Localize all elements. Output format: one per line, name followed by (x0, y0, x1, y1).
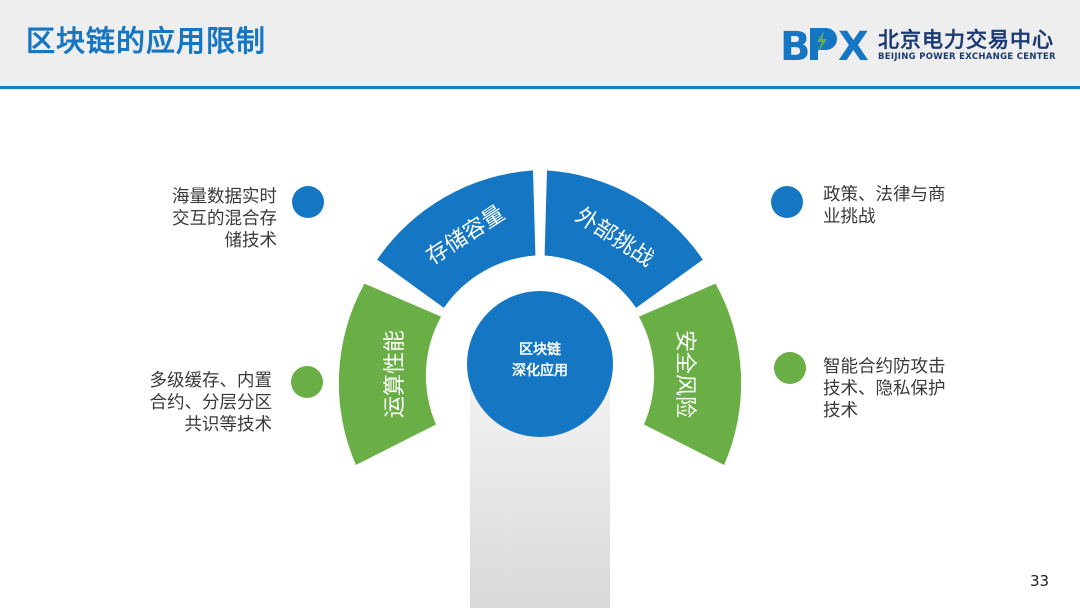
svg-text:B: B (780, 24, 811, 66)
marker-dot-mid-left (291, 366, 323, 398)
marker-dot-mid-right (774, 352, 806, 384)
logo-name-cn: 北京电力交易中心 (878, 28, 1054, 52)
description-external: 政策、法律与商 业挑战 (823, 184, 946, 228)
bpx-logo: B X 北京电力交易中心 BEIJING POWER EXCHANGE CENT… (780, 22, 1070, 66)
description-line: 海量数据实时 (172, 187, 277, 207)
description-line: 多级缓存、内置 (149, 371, 273, 391)
center-label: 区块链 深化应用 (470, 340, 610, 382)
description-line: 业挑战 (823, 207, 876, 227)
segment-computing-performance (338, 283, 442, 465)
description-line: 共识等技术 (184, 415, 273, 435)
page-title: 区块链的应用限制 (26, 24, 267, 58)
description-line: 交互的混合存 (172, 209, 277, 229)
svg-text:X: X (838, 24, 869, 66)
description-computing: 多级缓存、内置 合约、分层分区 共识等技术 (150, 370, 273, 436)
description-line: 储技术 (224, 231, 278, 251)
segment-label-computing-performance: 运算性能 (383, 330, 408, 418)
header-divider (0, 86, 1080, 89)
center-label-line1: 区块链 (519, 342, 561, 358)
segment-external-challenges (544, 170, 703, 308)
segment-storage-capacity (377, 170, 536, 308)
description-line: 技术、隐私保护 (823, 379, 946, 399)
segment-security-risk (638, 283, 742, 465)
description-storage: 海量数据实时 交互的混合存 储技术 (172, 186, 277, 252)
center-label-line2: 深化应用 (512, 363, 568, 379)
description-line: 技术 (823, 401, 858, 421)
marker-dot-top-right (771, 186, 803, 218)
page-number: 33 (1030, 572, 1050, 590)
description-line: 智能合约防攻击 (823, 357, 946, 377)
description-line: 合约、分层分区 (149, 393, 273, 413)
marker-dot-top-left (292, 186, 324, 218)
description-line: 政策、法律与商 (823, 185, 946, 205)
center-circle (467, 291, 613, 437)
segment-label-security-risk: 安全风险 (672, 330, 697, 418)
header-bar (0, 0, 1080, 86)
description-security: 智能合约防攻击 技术、隐私保护 技术 (823, 356, 946, 422)
logo-name-en: BEIJING POWER EXCHANGE CENTER (878, 52, 1056, 62)
bpx-logo-icon: B X (780, 24, 869, 66)
